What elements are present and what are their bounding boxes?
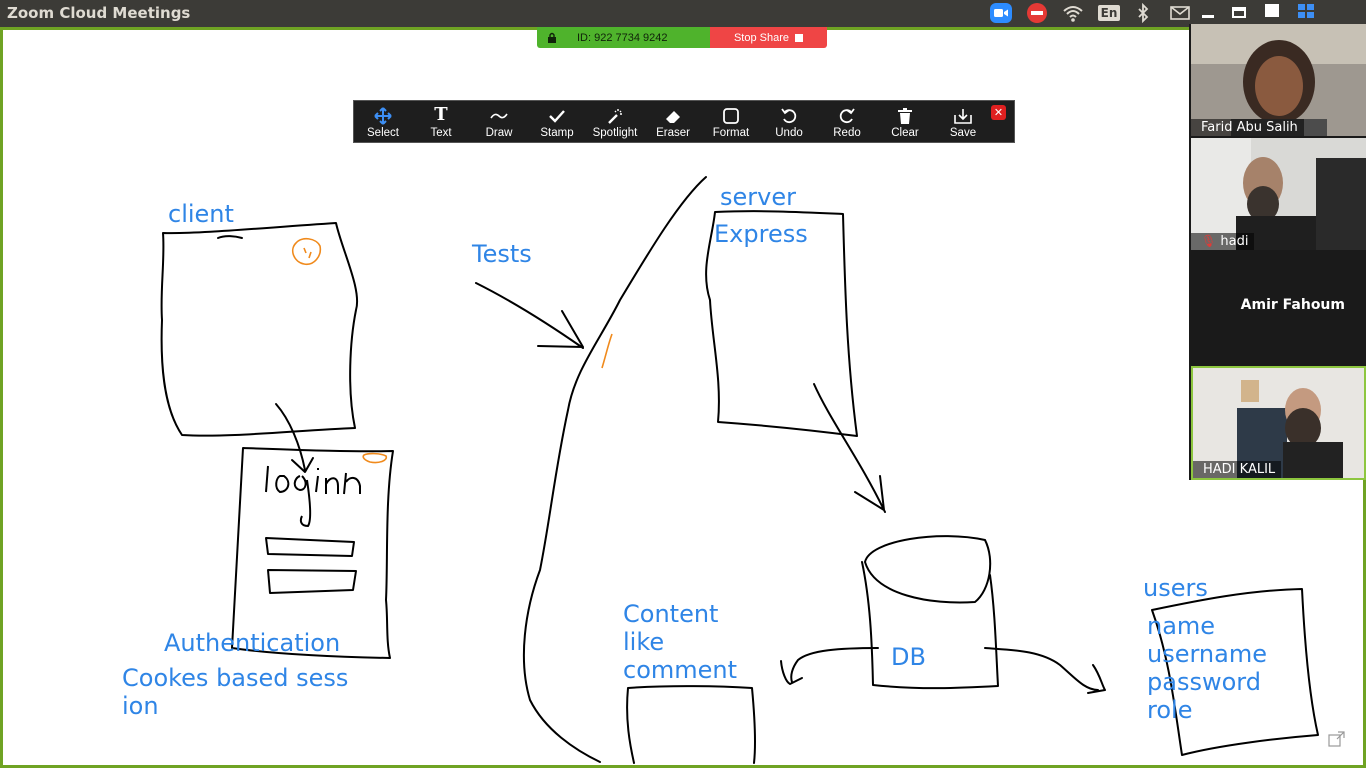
login-box	[231, 447, 394, 659]
client-login-arrow	[275, 403, 314, 473]
participant-name: Amir Fahoum	[1240, 297, 1345, 313]
window-title-bar: Zoom Cloud Meetings En	[0, 0, 1366, 26]
tool-redo-button[interactable]: Redo	[818, 103, 876, 141]
participant-tile[interactable]: Amir Fahoum	[1191, 252, 1366, 364]
expand-icon[interactable]	[1327, 730, 1347, 752]
annotation-toolbar: Select T Text Draw Stamp Spotlight Erase…	[353, 100, 1015, 143]
client-box	[160, 222, 359, 437]
video-feed	[1191, 138, 1366, 250]
text-icon: T	[434, 104, 448, 125]
restore-icon[interactable]	[1261, 0, 1283, 22]
tests-arrow	[475, 282, 584, 349]
bluetooth-icon[interactable]	[1132, 2, 1154, 24]
label-cookies-line2: ion	[122, 692, 159, 720]
app-title: Zoom Cloud Meetings	[7, 4, 191, 22]
active-speaker-tile[interactable]: HADI KALIL	[1191, 366, 1366, 480]
tool-format-button[interactable]: Format	[702, 103, 760, 141]
users-box	[1151, 588, 1319, 756]
server-box	[705, 210, 858, 437]
label-field-role: role	[1147, 696, 1192, 724]
eraser-icon	[644, 103, 702, 127]
trash-icon	[876, 103, 934, 127]
label-server: server	[720, 183, 796, 211]
muted-mic-icon: 🎙	[1201, 234, 1217, 248]
tool-eraser-button[interactable]: Eraser	[644, 103, 702, 141]
share-status-bar: ID: 922 7734 9242 Stop Share	[537, 27, 827, 48]
participant-name: Farid Abu Salih	[1191, 119, 1304, 136]
video-feed	[1191, 24, 1366, 136]
stop-share-button[interactable]: Stop Share	[710, 27, 827, 48]
do-not-disturb-icon[interactable]	[1024, 2, 1050, 24]
zoom-icon[interactable]	[988, 2, 1014, 24]
label-db: DB	[891, 643, 926, 671]
label-content-line2: like	[623, 628, 664, 656]
wifi-icon[interactable]	[1060, 2, 1086, 24]
mail-icon[interactable]	[1168, 2, 1192, 24]
lock-icon	[547, 32, 557, 43]
video-feed	[1193, 368, 1364, 478]
participants-video-panel: Farid Abu Salih 🎙 hadi Amir Fahoum HADI …	[1189, 24, 1366, 480]
spotlight-icon	[586, 103, 644, 127]
shared-whiteboard[interactable]	[0, 27, 1366, 768]
db-cylinder	[864, 535, 992, 604]
draw-icon	[470, 103, 528, 127]
label-content-line3: comment	[623, 656, 737, 684]
label-cookies-line1: Cookes based sess	[122, 664, 348, 692]
tool-draw-button[interactable]: Draw	[470, 103, 528, 141]
label-field-name: name	[1147, 612, 1215, 640]
meeting-id-text: ID: 922 7734 9242	[577, 31, 668, 44]
participant-tile[interactable]: 🎙 hadi	[1191, 138, 1366, 250]
tool-spotlight-button[interactable]: Spotlight	[586, 103, 644, 141]
redo-icon	[818, 103, 876, 127]
label-users: users	[1143, 574, 1208, 602]
tool-save-button[interactable]: Save	[934, 103, 992, 141]
grid-icon[interactable]	[1295, 0, 1317, 22]
label-content-line1: Content	[623, 600, 718, 628]
label-field-password: password	[1147, 668, 1261, 696]
minimize-icon[interactable]	[1198, 2, 1218, 24]
label-authentication: Authentication	[164, 629, 340, 657]
maximize-icon[interactable]	[1228, 2, 1250, 24]
label-tests: Tests	[471, 240, 532, 268]
format-icon	[702, 103, 760, 127]
keyboard-layout-indicator[interactable]: En	[1097, 2, 1121, 24]
tool-undo-button[interactable]: Undo	[760, 103, 818, 141]
undo-icon	[760, 103, 818, 127]
participant-tile[interactable]: Farid Abu Salih	[1191, 24, 1366, 136]
label-client: client	[168, 200, 234, 228]
tool-clear-button[interactable]: Clear	[876, 103, 934, 141]
save-icon	[934, 103, 992, 127]
move-icon	[354, 103, 412, 127]
login-handwriting	[265, 465, 361, 528]
content-box	[626, 685, 757, 764]
close-toolbar-icon[interactable]: ✕	[991, 105, 1006, 120]
label-express: Express	[714, 220, 808, 248]
label-field-username: username	[1147, 640, 1267, 668]
meeting-id-badge[interactable]: ID: 922 7734 9242	[537, 27, 710, 48]
tool-stamp-button[interactable]: Stamp	[528, 103, 586, 141]
tool-select-button[interactable]: Select	[354, 103, 412, 141]
separator-curve	[522, 176, 707, 763]
tool-text-button[interactable]: T Text	[412, 103, 470, 141]
server-db-arrow	[813, 383, 886, 513]
stamp-icon	[528, 103, 586, 127]
stop-square-icon	[795, 33, 804, 42]
orange-scribble-icon	[292, 237, 322, 266]
participant-name: HADI KALIL	[1193, 461, 1282, 478]
participant-name: 🎙 hadi	[1191, 233, 1255, 250]
